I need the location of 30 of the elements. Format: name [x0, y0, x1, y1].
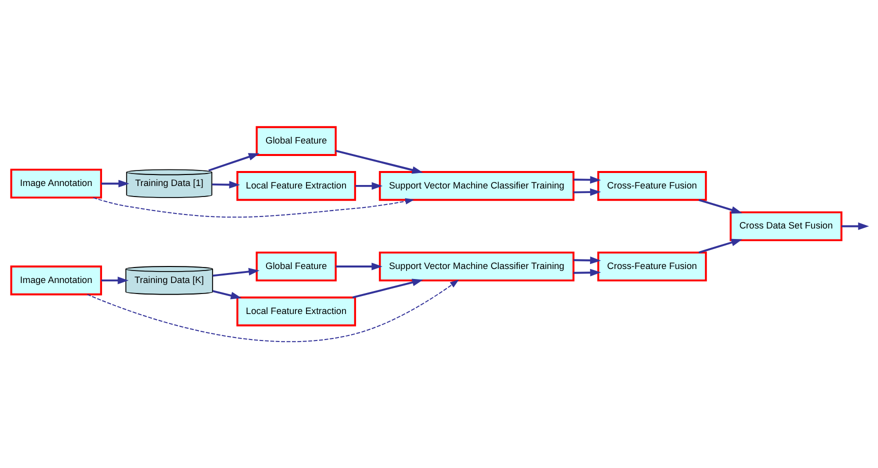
node-box: Global Feature: [256, 126, 337, 156]
node-box: Image Annotation: [10, 168, 102, 198]
arrow: [698, 198, 742, 214]
arrow: [87, 279, 459, 342]
node-box: Support Vector Machine Classifier Training: [378, 170, 574, 200]
arrow: [352, 278, 424, 298]
node-box: Cross-Feature Fusion: [597, 170, 707, 200]
node-box: Cross-Feature Fusion: [597, 251, 707, 281]
node-box: Cross Data Set Fusion: [730, 210, 842, 241]
arrow: [842, 222, 870, 230]
arrow: [574, 268, 601, 276]
arrow: [574, 256, 601, 264]
arrow: [212, 180, 240, 188]
arrow: [574, 176, 601, 184]
node-box: Image Annotation: [10, 265, 102, 295]
arrow: [336, 149, 424, 174]
arrow: [355, 182, 383, 190]
arrow: [698, 238, 742, 253]
arrow: [212, 290, 242, 299]
node-box: Global Feature: [256, 251, 337, 281]
node-box: Local Feature Extraction: [236, 296, 356, 326]
arrow: [336, 262, 382, 270]
arrow: [101, 276, 129, 284]
node-box: Local Feature Extraction: [236, 170, 356, 200]
arrow: [101, 179, 130, 187]
arrow: [574, 188, 601, 196]
arrow: [212, 267, 260, 276]
arrow: [93, 196, 414, 218]
arrow: [208, 152, 260, 171]
node-box: Support Vector Machine Classifier Training: [378, 251, 574, 281]
